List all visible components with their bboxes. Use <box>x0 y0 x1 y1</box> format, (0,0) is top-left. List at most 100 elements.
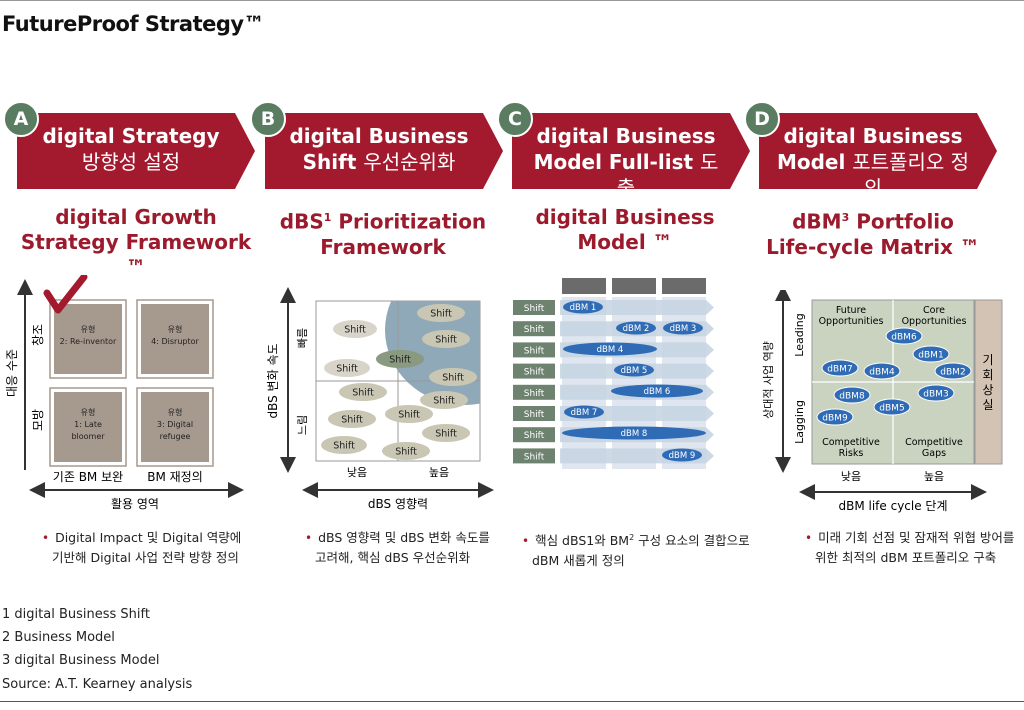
dbm-portfolio-oval: dBM2 <box>934 362 972 380</box>
shift-row: Shift <box>513 363 714 379</box>
bullet-icon: • <box>522 534 530 549</box>
opportunity-loss-zone <box>974 299 1003 465</box>
shift-bubble-label: Shift <box>344 325 366 336</box>
bullet-icon: • <box>305 531 313 545</box>
arrow-b-line2a: Shift <box>302 150 357 174</box>
quadrant-core-opportunities-l2: Opportunities <box>902 316 967 327</box>
dbm-oval: dBM 4 <box>563 342 657 356</box>
dbm-oval: dBM 3 <box>663 321 703 335</box>
dbm-oval-shape <box>564 405 604 419</box>
dbm-oval-shape <box>614 363 654 377</box>
shift-bubble: Shift <box>333 320 377 338</box>
framework-title-d: dBM3 Portfolio Life-cycle Matrix ™ <box>753 205 993 260</box>
y-axis-label: 대응 수준 <box>5 349 19 397</box>
dbm-oval-label: dBM 2 <box>623 324 650 334</box>
source-note: Source: A.T. Kearney analysis <box>2 677 193 692</box>
checkmark-icon <box>43 275 88 314</box>
description-d-line1: 미래 기회 선점 및 잠재적 위협 방어를 <box>818 530 1015 545</box>
shift-bubble-shape <box>382 442 430 460</box>
dbm-oval-label: dBM 8 <box>621 429 648 439</box>
quadrant-competitive-gaps-l1: Competitive <box>905 437 963 448</box>
dbm-portfolio-oval-label: dBM4 <box>869 368 895 378</box>
badge-c: C <box>497 101 533 137</box>
shift-bubble-label: Shift <box>333 441 355 452</box>
shift-bubble: Shift <box>376 350 424 368</box>
shift-bubble-label: Shift <box>430 309 452 320</box>
side-label-char: 실 <box>982 398 993 412</box>
dbm-portfolio-oval-shape <box>833 386 871 404</box>
cell-type: 유형 <box>168 325 183 334</box>
shift-row-label: Shift <box>524 452 545 462</box>
shift-row-label-bg <box>513 427 555 443</box>
dbm-portfolio-oval-shape <box>934 362 972 380</box>
framework-title-b: dBS1 Prioritization Framework <box>263 205 503 260</box>
dbs-prioritization-diagram: dBS 변화 속도 빠름 느림 ShiftShiftShiftShiftShif… <box>266 287 494 511</box>
cell-name-line2: bloomer <box>71 432 105 441</box>
y-axis-bottom-label: Lagging <box>793 400 806 444</box>
description-a: •Digital Impact 및 Digital 역량에 기반해 Digita… <box>42 528 241 568</box>
cell-name-line1: 3: Digital <box>157 420 193 429</box>
shift-bubble-shape <box>385 405 433 423</box>
dbm-portfolio-oval-label: dBM7 <box>827 365 852 375</box>
quadrant-late-bloomer: 유형 1: Late bloomer <box>49 387 127 467</box>
description-d: •미래 기회 선점 및 잠재적 위협 방어를 위한 최적의 dBM 포트폴리오 … <box>805 528 1014 568</box>
dbm-portfolio-oval-shape <box>821 359 859 377</box>
dbm-portfolio-oval: dBM6 <box>885 327 923 345</box>
footnote-1: 1 digital Business Shift <box>2 607 150 622</box>
x-axis-left-label: 낮음 <box>841 470 861 483</box>
shift-bubble-label: Shift <box>442 373 464 384</box>
dbm-portfolio-oval-label: dBM9 <box>822 414 848 424</box>
quadrant-core-opportunities-l1: Core <box>923 305 945 316</box>
dbm-oval-label: dBM 7 <box>571 408 598 418</box>
framework-title-c: digital Business Model ™ <box>505 205 745 255</box>
shift-row-label-bg <box>513 342 555 358</box>
description-a-line2: 기반해 Digital 사업 전략 방향 정의 <box>52 550 239 565</box>
dbm-portfolio-oval: dBM4 <box>863 362 901 380</box>
shift-bubble-shape <box>422 424 470 442</box>
framework-title-b-line2: Framework <box>320 234 446 259</box>
dbm-oval-label: dBM 5 <box>621 366 648 376</box>
dbm-portfolio-oval-label: dBM1 <box>918 351 943 361</box>
shift-bubble-label: Shift <box>389 355 411 366</box>
dbm-portfolio-oval-label: dBM3 <box>923 390 948 400</box>
dbm-oval-shape <box>611 384 703 398</box>
dbm-portfolio-oval: dBM9 <box>816 408 854 426</box>
quadrant-future-opportunities-l1: Future <box>836 305 866 316</box>
x-axis-label: dBM life cycle 단계 <box>838 499 947 513</box>
y-axis-top-label: 창조 <box>31 324 45 346</box>
arrow-a-line2: 방향성 설정 <box>81 150 181 174</box>
shift-bubble: Shift <box>382 442 430 460</box>
shift-bubble-label: Shift <box>435 429 457 440</box>
framework-title-d-part2: Portfolio <box>856 209 954 234</box>
shift-bubble: Shift <box>420 391 468 409</box>
shift-bubble: Shift <box>429 368 477 386</box>
footnote-mark: 1 <box>323 211 332 224</box>
shift-bubble-shape <box>422 330 470 348</box>
shift-bubble: Shift <box>339 383 387 401</box>
shift-row-label: Shift <box>524 410 545 420</box>
dbm-portfolio-oval: dBM5 <box>873 398 911 416</box>
description-c-line2: dBM 새롭게 정의 <box>532 553 625 569</box>
dbm-portfolio-oval-label: dBM8 <box>839 392 865 402</box>
arrow-c-line2a: Model Full-list <box>533 150 694 174</box>
framework-title-a: digital Growth Strategy Framework ™ <box>16 205 256 280</box>
dbm-oval-shape <box>563 300 603 314</box>
bs-component-header <box>612 278 656 294</box>
dbm-portfolio-oval-shape <box>885 327 923 345</box>
arrow-c-line1: digital Business <box>536 124 716 148</box>
cell-type: 유형 <box>81 408 96 417</box>
dbm-oval-shape <box>563 342 657 356</box>
badge-d: D <box>744 101 780 137</box>
dbm-oval-shape <box>562 426 706 440</box>
dbm-oval: dBM 7 <box>564 405 604 419</box>
dbm-oval: dBM 5 <box>614 363 654 377</box>
shift-row-label-bg <box>513 363 555 379</box>
cell-type: 유형 <box>81 325 96 334</box>
dbm-portfolio-oval: dBM1 <box>912 345 950 363</box>
shift-bubble-shape <box>333 320 377 338</box>
description-b-line1: dBS 영향력 및 dBS 변화 속도를 <box>318 530 490 545</box>
quadrant-future-opportunities-l2: Opportunities <box>819 316 884 327</box>
